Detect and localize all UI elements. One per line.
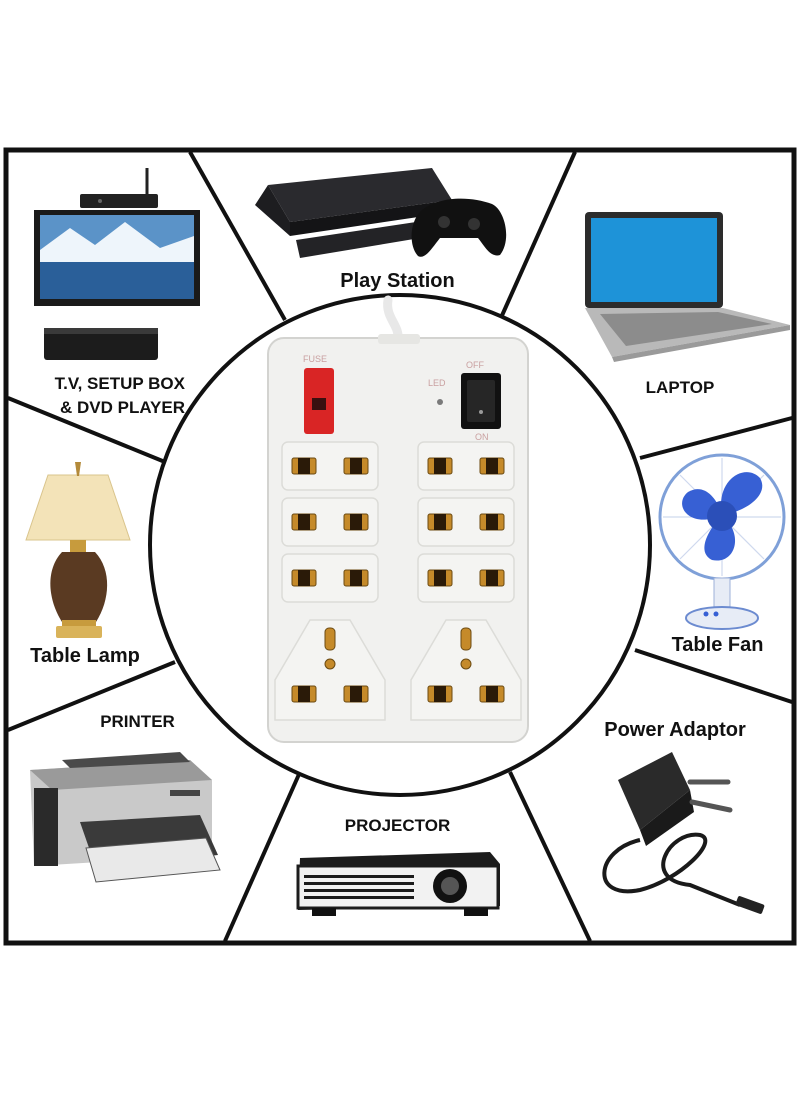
projector-icon xyxy=(296,852,500,916)
fuse-label: FUSE xyxy=(303,354,327,364)
label-projector: PROJECTOR xyxy=(344,816,451,835)
label-table-lamp: Table Lamp xyxy=(30,645,140,667)
led-indicator-icon xyxy=(437,399,443,405)
socket xyxy=(417,553,515,603)
table-lamp-icon xyxy=(25,462,131,638)
switch-on-label: ON xyxy=(475,432,489,442)
playstation-icon xyxy=(255,168,507,258)
fuse-cap xyxy=(312,398,326,410)
label-laptop: LAPTOP xyxy=(645,378,715,397)
socket xyxy=(417,441,515,491)
cord-grommet xyxy=(378,334,420,344)
laptop-icon xyxy=(585,212,790,362)
tv-setup-icon xyxy=(34,168,200,360)
sockets xyxy=(274,441,522,721)
label-power-adaptor: Power Adaptor xyxy=(604,719,746,741)
table-fan-icon xyxy=(658,453,786,630)
socket xyxy=(281,553,379,603)
label-tv-setup-dvd: T.V, SETUP BOX & DVD PLAYER xyxy=(54,374,185,417)
label-printer: PRINTER xyxy=(100,712,175,731)
printer-icon xyxy=(30,752,221,883)
socket xyxy=(417,497,515,547)
power-adaptor-icon xyxy=(602,752,765,914)
led-label: LED xyxy=(428,378,446,388)
label-table-fan: Table Fan xyxy=(671,634,764,656)
switch-off-label: OFF xyxy=(466,360,484,370)
socket xyxy=(281,497,379,547)
label-playstation: Play Station xyxy=(340,270,455,292)
power-strip: FUSE LED OFF ON xyxy=(267,295,529,743)
socket xyxy=(281,441,379,491)
divider-lines xyxy=(7,151,793,942)
